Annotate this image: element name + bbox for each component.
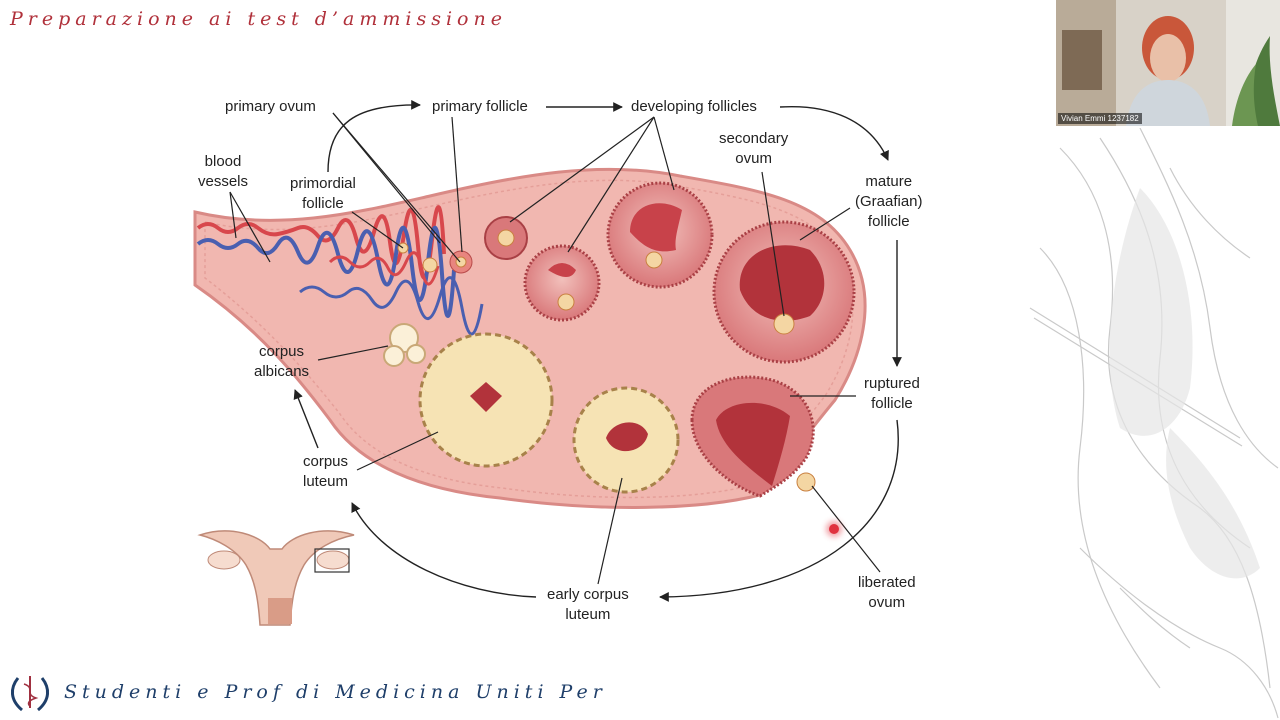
primary-follicle [484, 216, 528, 260]
caduceus-laurel-icon [11, 676, 49, 712]
slide-header: Preparazione ai test d’ammissione [10, 8, 507, 30]
developing-follicle-large [606, 181, 714, 289]
label-primary-ovum: primary ovum [225, 98, 316, 115]
label-primary-follicle: primary follicle [432, 98, 528, 115]
footer-text: Studenti e Prof di Medicina Uniti Per [64, 681, 607, 703]
uterus-inset [197, 530, 355, 626]
corpus-luteum [418, 332, 554, 468]
early-corpus-luteum [572, 386, 680, 494]
primordial-follicles [397, 242, 473, 274]
cycle-arrows [293, 99, 902, 602]
participant-name: Vivian Emmi 1237182 [1058, 113, 1142, 124]
ruptured-follicle [690, 375, 816, 498]
graafian-follicle [712, 220, 856, 364]
corpus-albicans [383, 323, 426, 367]
label-mature-graafian-follicle: mature(Graafian)follicle [855, 173, 923, 230]
label-developing-follicles: developing follicles [631, 98, 757, 115]
participant-video-tile[interactable]: Vivian Emmi 1237182 [1056, 0, 1280, 126]
anatomy-background-illustration [1029, 128, 1279, 719]
slide-footer: Studenti e Prof di Medicina Uniti Per [8, 670, 607, 714]
developing-follicle-small [523, 244, 601, 322]
leader-lines [229, 112, 881, 585]
participant-video-frame [1056, 0, 1280, 126]
laser-pointer [829, 524, 839, 534]
